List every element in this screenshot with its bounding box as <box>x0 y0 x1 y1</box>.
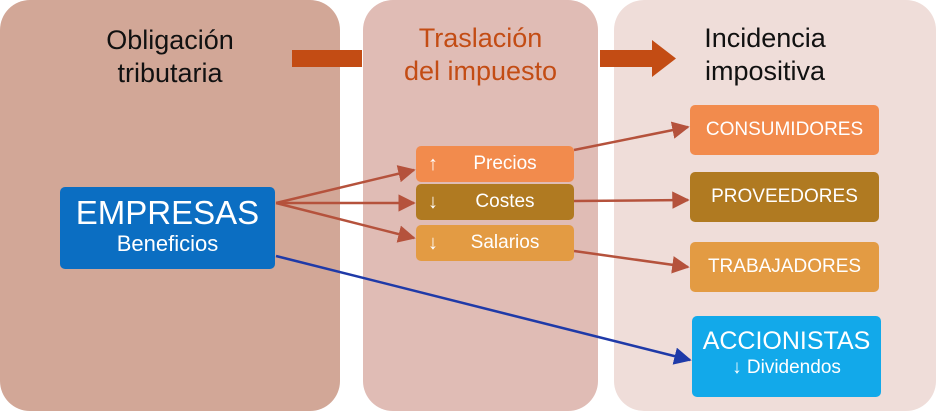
heading-traslacion-line2: del impuesto <box>403 56 558 86</box>
channel-precios-label: Precios <box>473 153 537 174</box>
accionistas-sublabel: ↓ Dividendos <box>732 357 841 378</box>
target-trabajadores: TRABAJADORES <box>690 242 879 292</box>
accionistas-label: ACCIONISTAS <box>702 327 871 355</box>
connector-empresas-salarios <box>275 201 416 243</box>
channel-precios: ↑ Precios <box>416 146 574 182</box>
heading-traslacion-del-impuesto: Traslación del impuesto <box>363 22 598 88</box>
target-proveedores: PROVEEDORES <box>690 172 879 222</box>
channel-salarios: ↓ Salarios <box>416 225 574 261</box>
heading-obligacion-line2: tributaria <box>117 58 223 88</box>
channel-costes-label: Costes <box>475 191 535 212</box>
heading-obligacion-tributaria: Obligación tributaria <box>0 24 340 90</box>
heading-incidencia-line1: Incidencia <box>704 23 826 53</box>
header-connector-bar <box>292 50 362 67</box>
arrow-up-icon: ↑ <box>428 153 438 175</box>
channel-salarios-label: Salarios <box>470 232 540 253</box>
heading-obligacion-line1: Obligación <box>106 25 234 55</box>
connector-costes-proveedores <box>573 191 690 209</box>
empresas-sublabel: Beneficios <box>116 231 219 256</box>
heading-incidencia-impositiva: Incidencia impositiva <box>640 22 890 88</box>
heading-traslacion-line1: Traslación <box>418 23 543 53</box>
target-consumidores: CONSUMIDORES <box>690 105 879 155</box>
connector-empresas-accionistas <box>275 254 692 365</box>
arrow-down-icon: ↓ <box>428 191 438 213</box>
arrow-down-icon: ↓ <box>428 232 438 254</box>
channel-costes: ↓ Costes <box>416 184 574 220</box>
connector-empresas-precios <box>275 165 416 205</box>
target-accionistas: ACCIONISTAS ↓ Dividendos <box>692 316 881 397</box>
connector-salarios-trabajadores <box>573 249 690 274</box>
empresas-label: EMPRESAS <box>75 194 260 231</box>
heading-incidencia-line2: impositiva <box>704 56 826 86</box>
empresas-box: EMPRESAS Beneficios <box>60 187 275 269</box>
header-arrow <box>600 40 676 77</box>
connector-precios-consumidores <box>573 121 690 152</box>
